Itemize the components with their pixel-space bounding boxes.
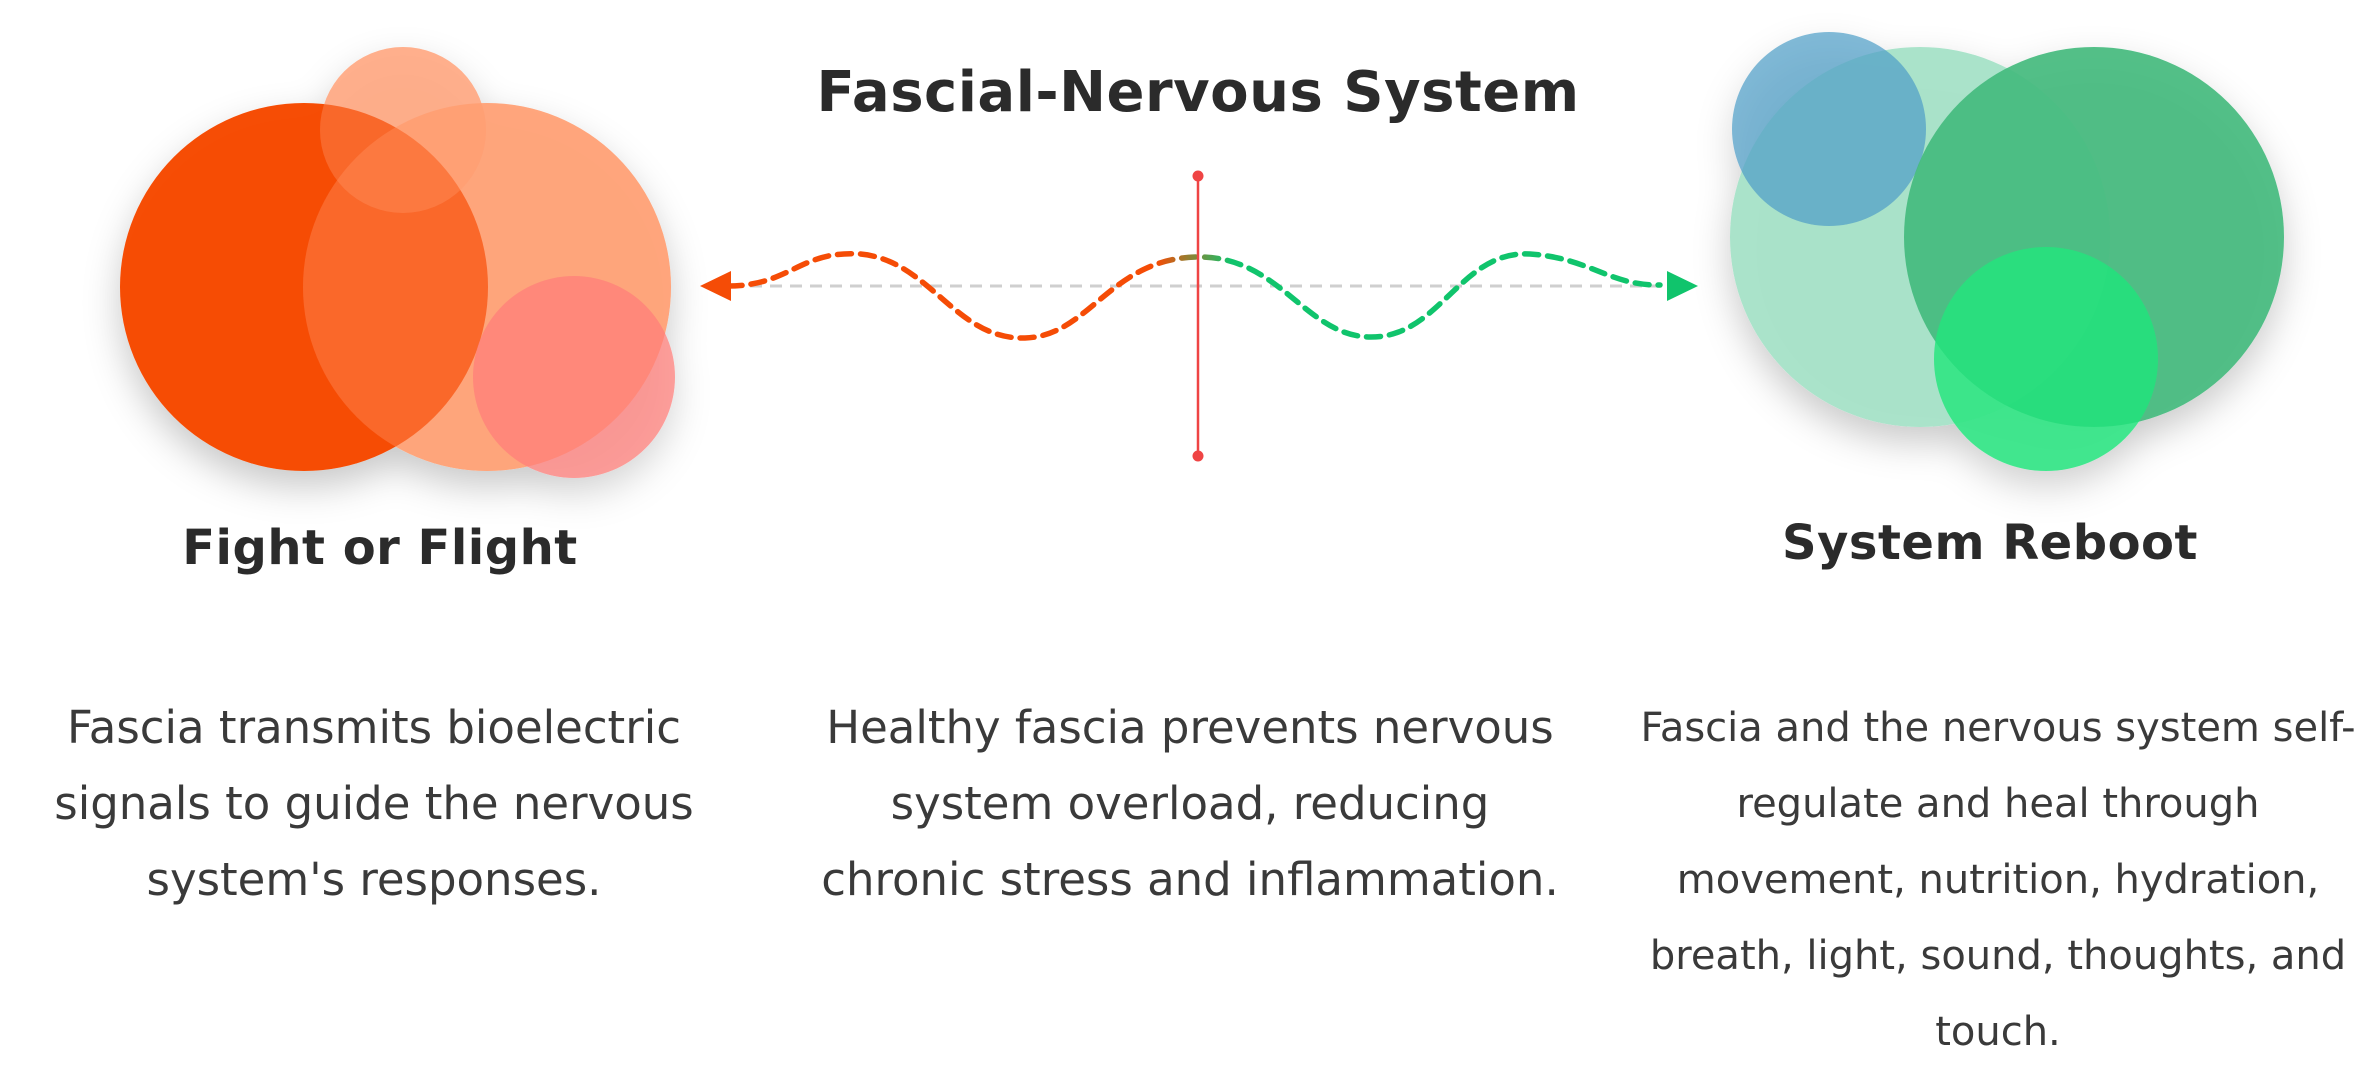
system-reboot-cluster bbox=[1730, 32, 2284, 471]
fight-or-flight-label: Fight or Flight bbox=[182, 520, 578, 576]
system-reboot-description: Fascia and the nervous system self-regul… bbox=[1640, 705, 2356, 1055]
right-bubble-blue bbox=[1732, 32, 1926, 226]
fight-or-flight-description: Fascia transmits bioelectric signals to … bbox=[54, 701, 694, 906]
divider-bottom-dot bbox=[1192, 450, 1204, 462]
signal-wave bbox=[725, 251, 1663, 341]
left-bubble-small-top-overlay bbox=[320, 47, 486, 213]
divider-top-dot bbox=[1192, 170, 1204, 182]
arrow-left-icon bbox=[700, 271, 731, 301]
right-bubble-bright-green bbox=[1934, 247, 2158, 471]
diagram-title: Fascial-Nervous System bbox=[816, 60, 1580, 125]
center-description: Healthy fascia prevents nervous system o… bbox=[821, 701, 1559, 906]
arrow-right-icon bbox=[1667, 271, 1698, 301]
system-reboot-label: System Reboot bbox=[1782, 515, 2198, 571]
fight-or-flight-cluster bbox=[120, 47, 675, 478]
left-bubble-pink bbox=[473, 276, 675, 478]
